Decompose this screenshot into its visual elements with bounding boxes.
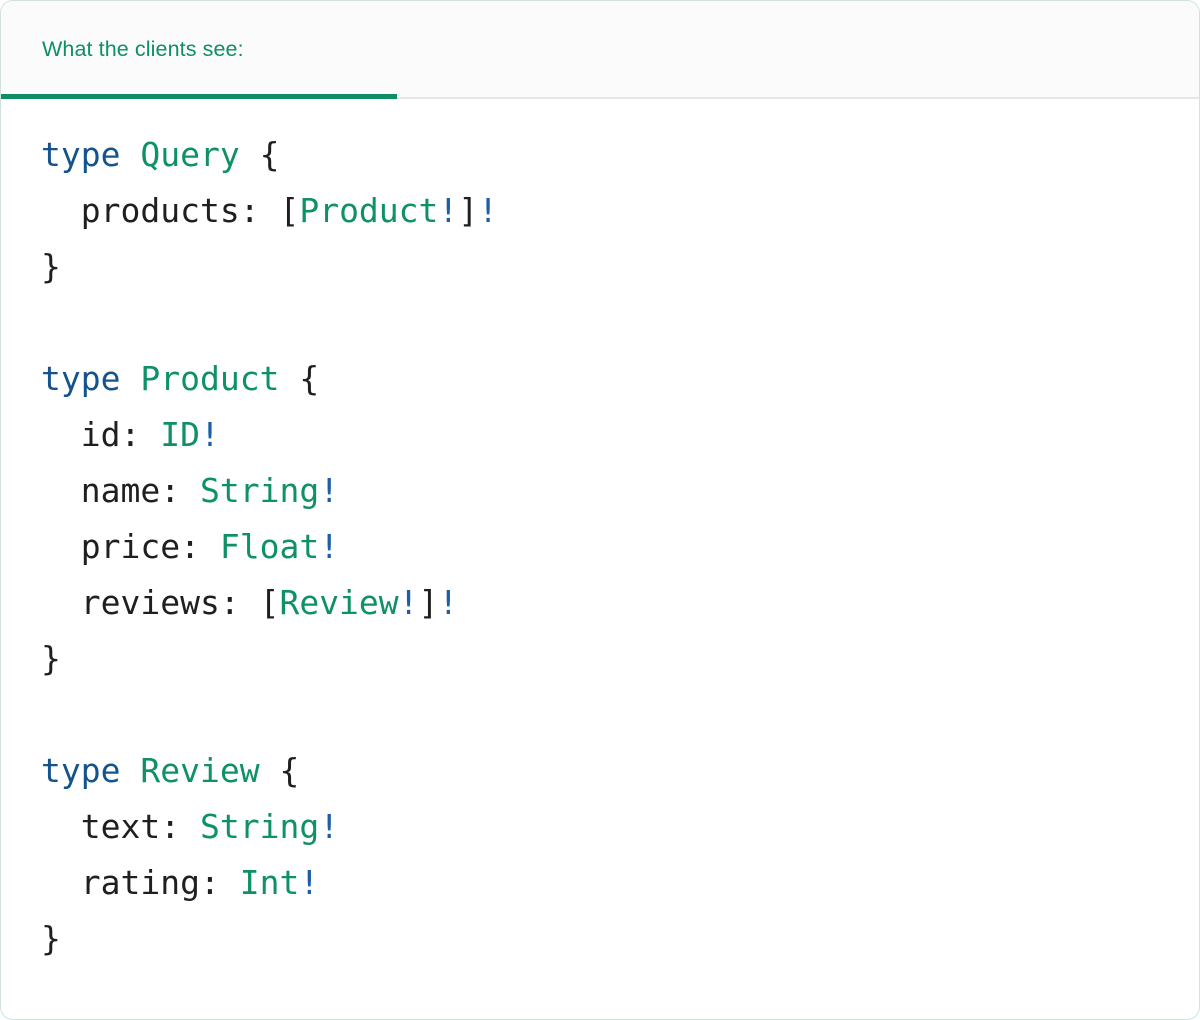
code-token: ! <box>299 863 320 902</box>
code-token: : <box>239 191 280 230</box>
code-line: reviews: [Review!]! <box>41 575 1159 631</box>
code-token <box>41 807 81 846</box>
code-token: reviews <box>80 583 220 622</box>
code-token <box>41 583 81 622</box>
code-token: ] <box>458 191 479 230</box>
code-token <box>120 359 140 398</box>
code-token: Product <box>140 359 280 398</box>
tab-label: What the clients see: <box>42 37 244 62</box>
tab-bar: What the clients see: <box>1 1 1199 99</box>
code-token: Query <box>140 135 240 174</box>
code-token: ! <box>438 191 459 230</box>
code-line: rating: Int! <box>41 855 1159 911</box>
code-line: } <box>41 239 1159 295</box>
code-line: products: [Product!]! <box>41 183 1159 239</box>
code-token: [ <box>259 583 280 622</box>
code-token: : <box>180 527 220 566</box>
code-token: } <box>41 247 61 286</box>
code-line: text: String! <box>41 799 1159 855</box>
code-token: ! <box>200 415 220 454</box>
code-token: type <box>41 751 121 790</box>
code-token <box>41 527 81 566</box>
code-token <box>120 135 140 174</box>
code-token: ! <box>438 583 459 622</box>
code-line: type Review { <box>41 743 1159 799</box>
code-token: Review <box>140 751 260 790</box>
code-token: rating <box>80 863 200 902</box>
code-token: text <box>80 807 161 846</box>
code-token <box>41 191 81 230</box>
code-token: type <box>41 135 121 174</box>
code-token: : <box>160 471 200 510</box>
code-token <box>279 359 299 398</box>
code-token: Float <box>219 527 320 566</box>
code-token: } <box>41 919 61 958</box>
code-token <box>41 471 81 510</box>
code-token <box>120 751 140 790</box>
code-token <box>41 863 81 902</box>
code-token: { <box>279 751 300 790</box>
code-token: name <box>80 471 161 510</box>
code-token: [ <box>279 191 300 230</box>
code-scroll-area[interactable]: type Query { products: [Product!]!} type… <box>1 99 1199 1019</box>
code-line: type Product { <box>41 351 1159 407</box>
code-token <box>240 135 260 174</box>
code-line: id: ID! <box>41 407 1159 463</box>
code-token: ] <box>418 583 439 622</box>
code-token: } <box>41 639 61 678</box>
code-token: : <box>199 863 240 902</box>
code-line: } <box>41 911 1159 967</box>
code-token: : <box>160 807 200 846</box>
code-token: String <box>199 807 320 846</box>
tab-what-the-clients-see[interactable]: What the clients see: <box>1 1 397 99</box>
code-token: { <box>299 359 320 398</box>
code-line <box>41 687 1159 743</box>
graphql-schema-code[interactable]: type Query { products: [Product!]!} type… <box>41 127 1159 967</box>
code-line: type Query { <box>41 127 1159 183</box>
code-token: ! <box>478 191 499 230</box>
code-token: { <box>259 135 280 174</box>
code-token: type <box>41 359 121 398</box>
code-token: ! <box>319 471 340 510</box>
code-token: : <box>219 583 260 622</box>
code-token: ! <box>398 583 419 622</box>
code-token: Int <box>239 863 300 902</box>
code-token: ID <box>160 415 200 454</box>
code-token: products <box>80 191 240 230</box>
code-token: String <box>199 471 320 510</box>
code-line: } <box>41 631 1159 687</box>
code-line <box>41 295 1159 351</box>
code-line: price: Float! <box>41 519 1159 575</box>
code-token: price <box>80 527 181 566</box>
code-line: name: String! <box>41 463 1159 519</box>
code-token <box>41 415 81 454</box>
code-token: Product <box>299 191 439 230</box>
code-token: Review <box>279 583 399 622</box>
code-token: ! <box>319 807 340 846</box>
code-token: : <box>120 415 161 454</box>
code-token: ! <box>319 527 340 566</box>
code-token: id <box>80 415 121 454</box>
code-token <box>260 751 280 790</box>
